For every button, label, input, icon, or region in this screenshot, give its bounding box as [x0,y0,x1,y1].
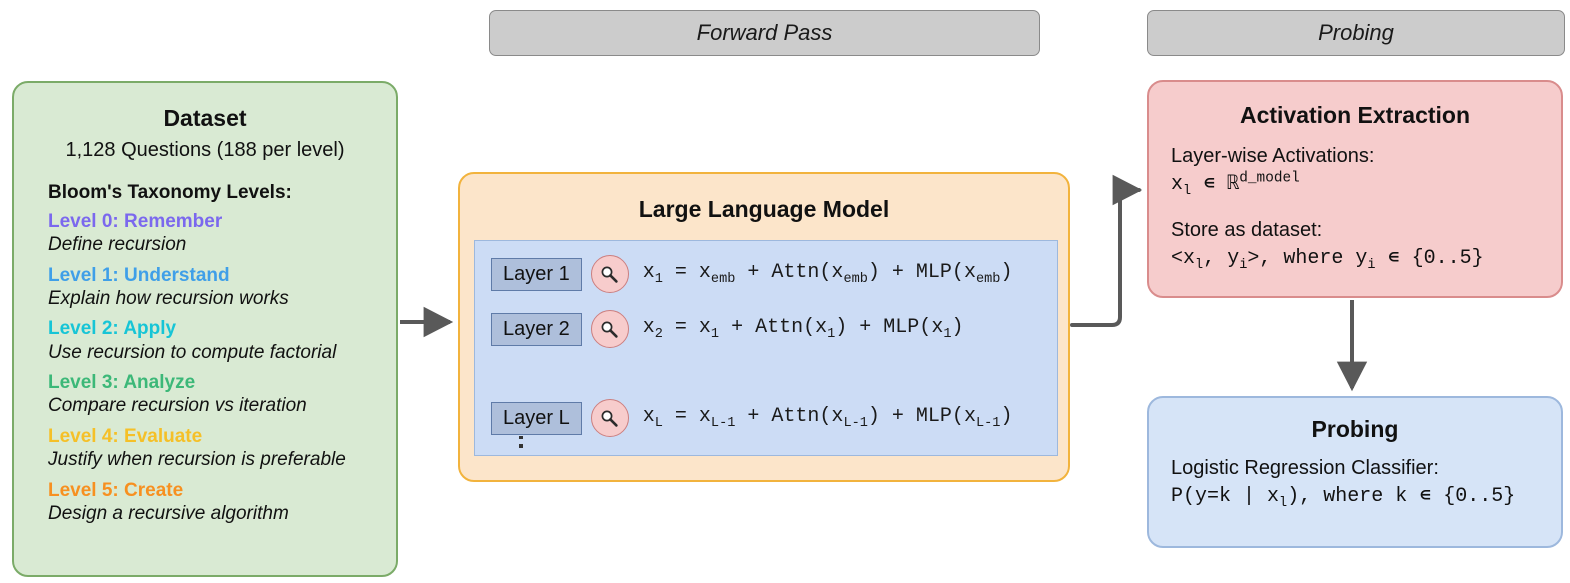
probing-formula-1: P(y=k | xl), where k ∊ {0..5} [1171,485,1516,511]
activation-formula-1: xl ∊ ℝd_model [1171,170,1300,199]
level-5-desc: Design a recursive algorithm [48,502,289,524]
activation-extraction-card: Activation Extraction Layer-wise Activat… [1147,80,1563,298]
layer-equation-2: x2 = x1 + Attn(x1) + MLP(x1) [642,316,964,342]
layer-row-2: Layer 2 x2 = x1 + Attn(x1) + MLP(x1) [491,310,964,348]
banner-probing: Probing [1147,10,1565,56]
level-2-desc: Use recursion to compute factorial [48,341,337,363]
banner-probing-label: Probing [1318,20,1394,45]
llm-layers-panel: Layer 1 x1 = xemb + Attn(xemb) + MLP(xem… [474,240,1058,456]
layer-chip-2[interactable]: Layer 2 [491,312,582,346]
activation-line-2: Store as dataset: [1171,219,1323,241]
dataset-title: Dataset [163,105,247,131]
level-3-title: Level 3: Analyze [48,372,196,394]
layer-equation-1: x1 = xemb + Attn(xemb) + MLP(xemb) [642,261,1013,287]
level-5-title: Level 5: Create [48,479,184,501]
layer-row-1: Layer 1 x1 = xemb + Attn(xemb) + MLP(xem… [491,255,1012,293]
level-1-desc: Explain how recursion works [48,288,289,310]
probing-card: Probing Logistic Regression Classifier: … [1147,396,1563,548]
magnifier-icon[interactable] [590,399,629,437]
level-item-1: Level 1: Understand Explain how recursio… [48,264,396,311]
level-item-3: Level 3: Analyze Compare recursion vs it… [48,371,396,418]
arrow-llm-to-activation [1070,174,1143,327]
level-item-0: Level 0: Remember Define recursion [48,210,396,257]
layer-equation-L: xL = xL-1 + Attn(xL-1) + MLP(xL-1) [642,405,1013,431]
layer-chip-L[interactable]: Layer L [491,401,582,435]
level-0-desc: Define recursion [48,234,187,256]
level-4-desc: Justify when recursion is preferable [48,449,346,471]
activation-title: Activation Extraction [1239,102,1471,128]
level-item-5: Level 5: Create Design a recursive algor… [48,479,396,526]
layer-chip-1[interactable]: Layer 1 [491,257,582,291]
level-1-title: Level 1: Understand [48,264,230,286]
level-4-title: Level 4: Evaluate [48,425,203,447]
activation-line-1: Layer-wise Activations: [1171,145,1375,167]
probing-title: Probing [1311,416,1399,442]
llm-card: Large Language Model Layer 1 x1 = xemb +… [458,172,1070,482]
probing-line-1: Logistic Regression Classifier: [1171,457,1439,479]
activation-formula-2: <xl, yi>, where yi ∊ {0..5} [1171,247,1484,273]
dataset-card: Dataset 1,128 Questions (188 per level) … [12,81,398,577]
magnifier-icon[interactable] [590,310,629,348]
level-2-title: Level 2: Apply [48,318,177,340]
magnifier-icon[interactable] [590,255,629,293]
banner-forward-pass: Forward Pass [489,10,1040,56]
dataset-section-head: Bloom's Taxonomy Levels: [48,182,292,203]
level-0-title: Level 0: Remember [48,211,223,232]
level-3-desc: Compare recursion vs iteration [48,395,307,417]
level-item-2: Level 2: Apply Use recursion to compute … [48,317,396,364]
level-item-4: Level 4: Evaluate Justify when recursion… [48,425,396,472]
layer-row-L: Layer L xL = xL-1 + Attn(xL-1) + MLP(xL-… [491,399,1012,437]
banner-forward-pass-label: Forward Pass [696,20,833,45]
llm-title: Large Language Model [638,196,890,222]
dataset-subtitle: 1,128 Questions (188 per level) [65,139,345,161]
